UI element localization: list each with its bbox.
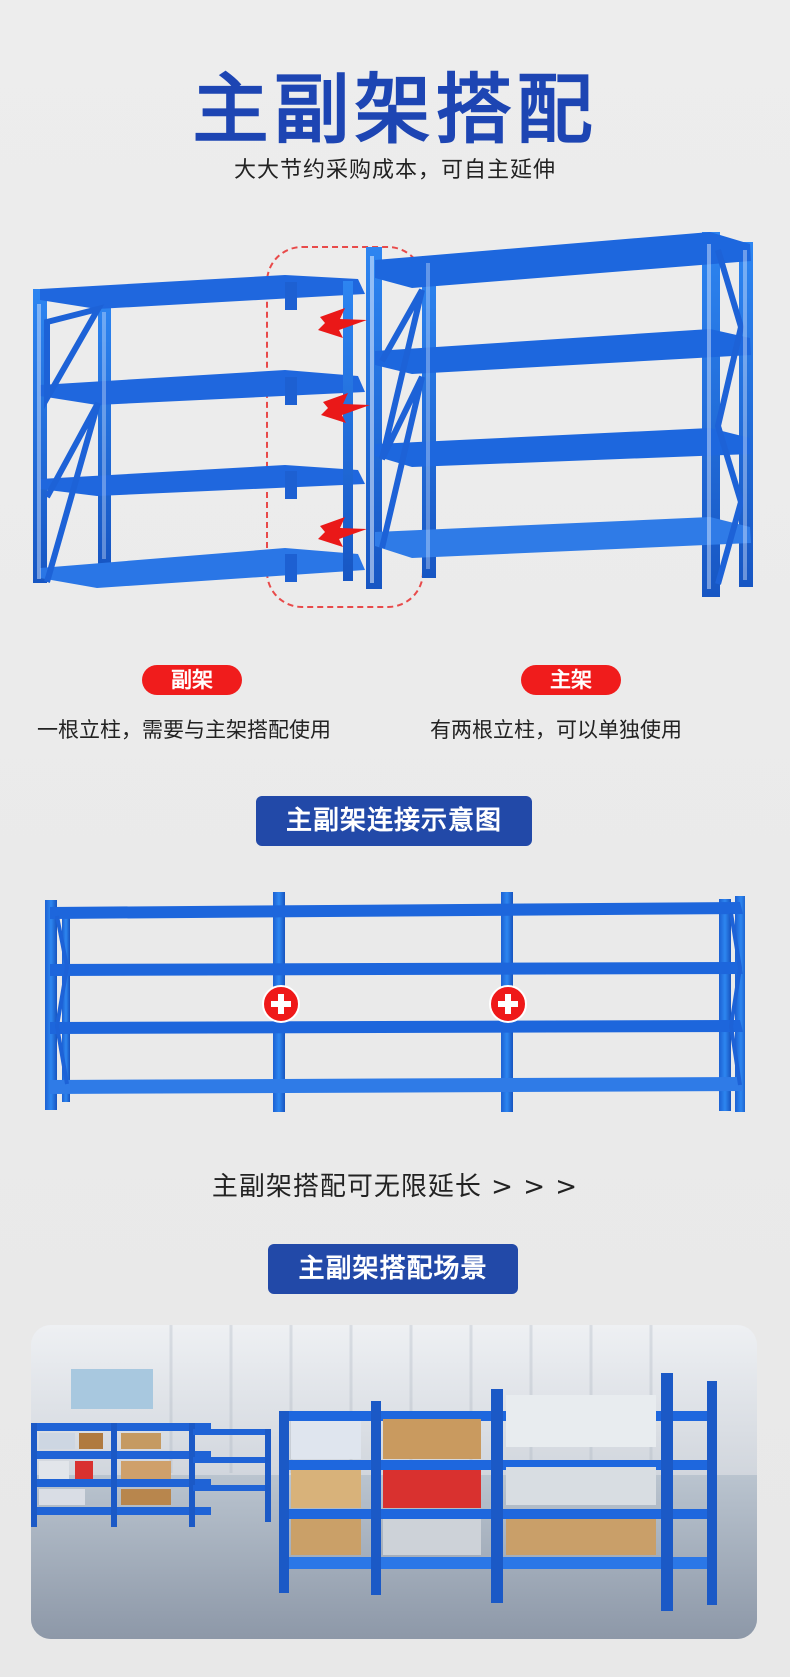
secondary-rack-image bbox=[33, 275, 365, 588]
main-rack-description: 有两根立柱，可以单独使用 bbox=[430, 718, 682, 742]
page-subtitle: 大大节约采购成本，可自主延伸 bbox=[233, 158, 556, 183]
main-rack-label: 主架 bbox=[521, 665, 621, 695]
top-shelf-illustration bbox=[33, 232, 753, 597]
secondary-rack-label: 副架 bbox=[142, 665, 242, 695]
warehouse-scene-image bbox=[31, 1325, 757, 1639]
plus-circle-icon bbox=[262, 985, 527, 1023]
connected-racks-image bbox=[45, 892, 745, 1112]
page-title: 主副架搭配 bbox=[192, 65, 598, 154]
secondary-rack-description: 一根立柱，需要与主架搭配使用 bbox=[37, 718, 331, 742]
warehouse-illustration bbox=[31, 1325, 757, 1639]
stored-goods bbox=[39, 1395, 656, 1555]
connection-section-heading: 主副架连接示意图 bbox=[256, 796, 532, 846]
warehouse-racks bbox=[31, 1373, 717, 1611]
main-rack-image bbox=[366, 232, 753, 597]
extension-caption: 主副架搭配可无限延长 > > > bbox=[211, 1172, 579, 1202]
connection-diagram bbox=[45, 892, 745, 1112]
scene-section-heading: 主副架搭配场景 bbox=[268, 1244, 518, 1294]
red-arrow-icon bbox=[318, 308, 370, 547]
